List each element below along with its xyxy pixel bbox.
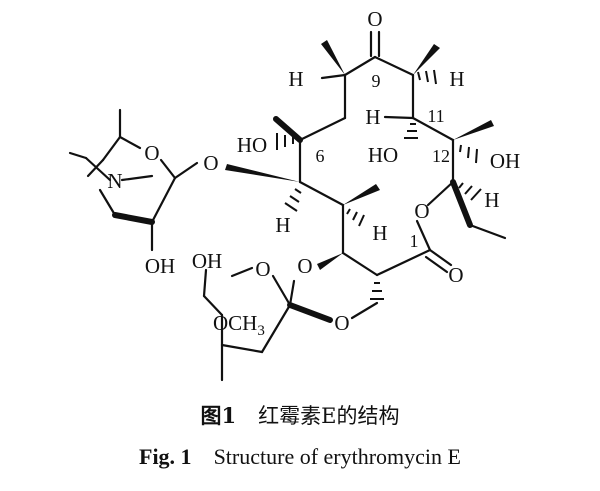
c12-methyl-wedge <box>453 120 494 140</box>
cladinose-bold-bond <box>287 302 333 323</box>
c8-methyl-wedge <box>321 40 345 75</box>
cladinose-hydroxy-label: OH <box>192 249 222 273</box>
c10-hydrogen-label: H <box>449 67 464 91</box>
ketone-oxygen-label: O <box>367 7 382 31</box>
ketone-double-bond <box>369 30 381 58</box>
locant-11: 11 <box>427 106 444 126</box>
desosamine-hydroxy-label: OH <box>145 254 175 278</box>
c13-hydrogen-hash <box>458 182 482 201</box>
lactone-ring-oxygen-label: O <box>414 199 429 223</box>
c8-hydrogen-label: H <box>288 67 303 91</box>
c11-hydrogen-label: H <box>365 105 380 129</box>
c2-hash <box>370 282 384 300</box>
glycosidic-oxygen-label: O <box>203 151 218 175</box>
desosamine-ring-bonds <box>68 108 199 217</box>
c6-hydroxy-label: HO <box>237 133 267 157</box>
c10-hydrogen-hash <box>417 69 437 85</box>
bridge-oxygen-upper-label: O <box>297 254 312 278</box>
locant-6: 6 <box>316 146 325 166</box>
desosamine-bold-bond <box>112 212 155 225</box>
caption-chinese-text: 红霉素E的结构 <box>258 404 400 428</box>
c12-hydroxy-hash <box>459 144 478 164</box>
c6-methyl-bold <box>273 116 303 143</box>
desosamine-ring-oxygen-label: O <box>144 141 159 165</box>
methoxy-label: OCH3 <box>213 311 265 339</box>
caption-english-text: Structure of erythromycin E <box>213 444 461 469</box>
c5-hydrogen-label: H <box>275 213 290 237</box>
c13-ethyl-bold <box>450 179 473 228</box>
locant-9: 9 <box>372 71 381 91</box>
c5-hydrogen-hash <box>284 188 302 212</box>
c3-oxygen-wedge <box>317 253 343 270</box>
c11-hydroxy-hash <box>404 123 418 139</box>
c6-hydroxy-hash <box>276 133 294 150</box>
cladinose-ring-bonds <box>202 266 296 382</box>
caption-chinese-tag: 图1 <box>200 403 237 428</box>
macrolide-ring-bonds <box>298 55 455 277</box>
carbonyl-double-bond <box>424 248 453 274</box>
c4-methyl-wedge <box>343 184 380 205</box>
carbonyl-oxygen-label: O <box>448 263 463 287</box>
cladinose-ring-oxygen-label: O <box>255 257 270 281</box>
c5-glycosidic-wedge <box>225 164 300 182</box>
bridge-oxygen-lower-label: O <box>334 311 349 335</box>
locant-12: 12 <box>432 146 450 166</box>
desosamine-nitrogen-label: N <box>107 169 122 193</box>
c13-hydrogen-label: H <box>484 188 499 212</box>
caption-chinese: 图1 红霉素E的结构 <box>0 400 600 430</box>
caption-english-tag: Fig. 1 <box>139 444 192 469</box>
c12-hydroxy-label: OH <box>490 149 520 173</box>
c4-hydrogen-label: H <box>372 221 387 245</box>
c10-methyl-wedge <box>413 44 440 75</box>
c4-hydrogen-hash <box>346 208 365 227</box>
c11-hydroxy-label: HO <box>368 143 398 167</box>
locant-1: 1 <box>410 231 419 251</box>
caption-english: Fig. 1 Structure of erythromycin E <box>0 444 600 470</box>
